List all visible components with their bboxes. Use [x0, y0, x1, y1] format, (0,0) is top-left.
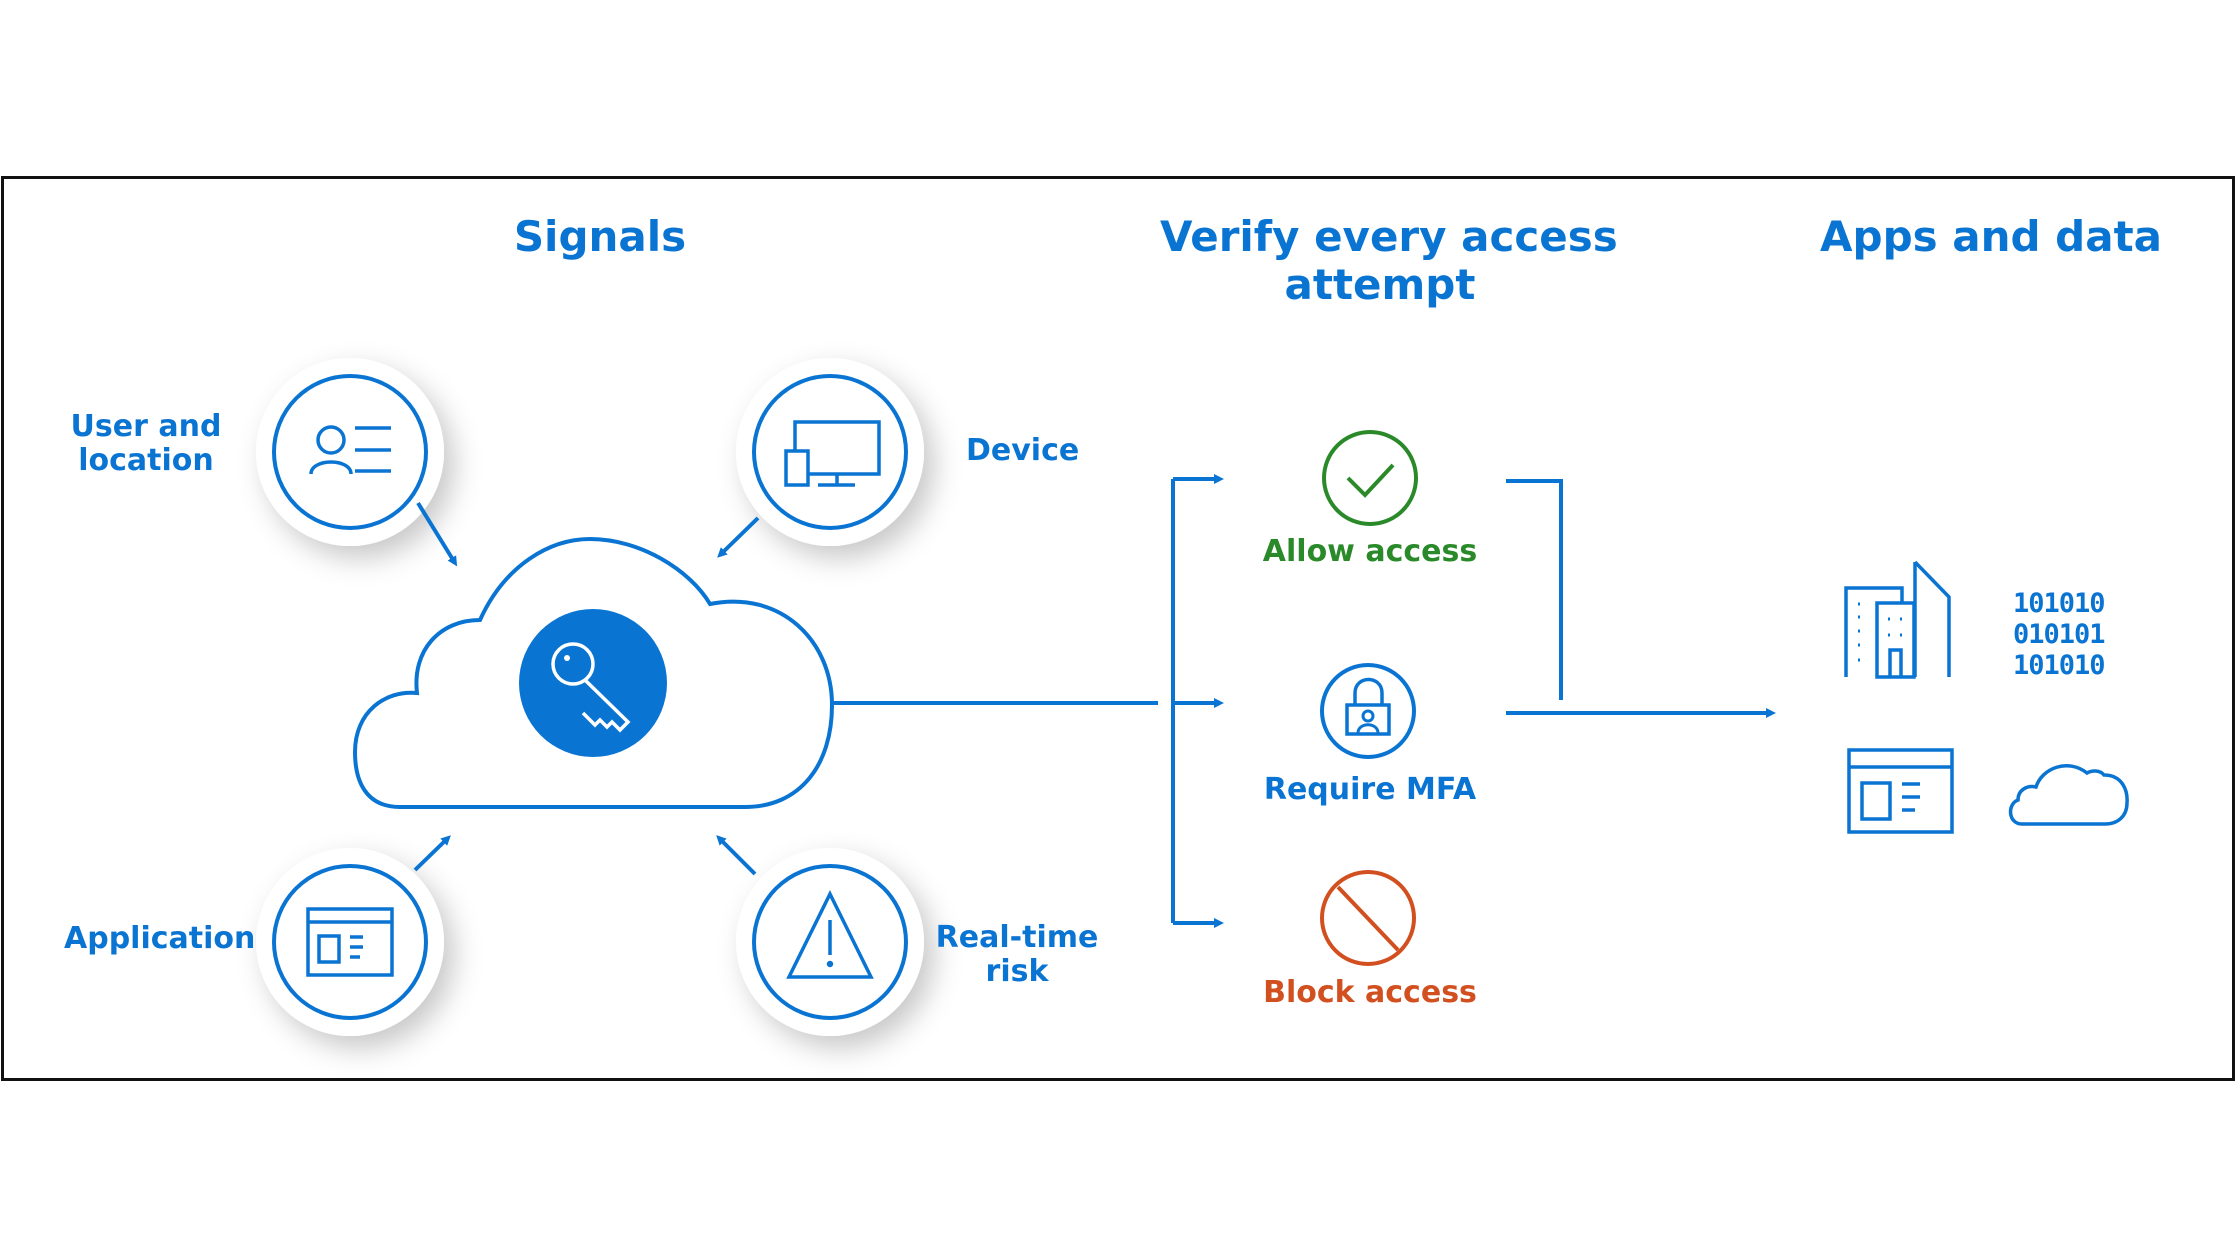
heading-signals: Signals [513, 212, 687, 261]
heading-apps-and-data: Apps and data [1820, 212, 2163, 261]
label-line: Real-time [935, 920, 1099, 955]
binary-line: 010101 [2013, 619, 2106, 650]
key-badge [519, 609, 667, 757]
lock-user-icon [1320, 663, 1416, 759]
cloud-icon [2008, 763, 2129, 826]
signal-realtime-risk [736, 848, 924, 1036]
key-icon [551, 642, 631, 733]
label-application: Application [64, 921, 256, 956]
signal-ring [752, 374, 908, 530]
label-device: Device [966, 433, 1080, 468]
label-allow-access: Allow access [1262, 534, 1478, 569]
binary-line: 101010 [2013, 650, 2106, 681]
user-list-icon [309, 425, 391, 475]
heading-verify-line1: Verify every access [1160, 212, 1618, 261]
arrow-user-to-cloud [416, 501, 458, 567]
buildings-icon [1844, 560, 1951, 679]
label-user-location: User and location [60, 410, 232, 477]
connector-allow-to-apps [1506, 479, 1563, 700]
arrow-device-to-cloud [717, 516, 760, 558]
signal-bubble [256, 358, 444, 546]
label-block-access: Block access [1263, 975, 1477, 1010]
binary-line: 101010 [2013, 588, 2106, 619]
check-circle-icon [1322, 430, 1418, 526]
signal-ring [272, 864, 428, 1020]
label-line: User and [70, 409, 222, 444]
label-line: risk [985, 953, 1049, 989]
signal-application [256, 848, 444, 1036]
devices-icon [784, 420, 881, 487]
signal-ring [272, 374, 428, 530]
warning-icon [786, 890, 874, 979]
signal-ring [752, 864, 908, 1020]
signal-bubble [256, 848, 444, 1036]
arrow-risk-to-cloud [716, 835, 757, 876]
label-line: location [78, 442, 214, 478]
arrow-application-to-cloud [413, 835, 451, 872]
signal-bubble [736, 358, 924, 546]
signal-device [736, 358, 924, 546]
app-window-icon [306, 907, 394, 977]
central-cloud [352, 536, 835, 809]
block-icon [1320, 870, 1416, 966]
binary-data-icon: 101010 010101 101010 [2013, 588, 2106, 681]
app-window-icon [1847, 748, 1954, 834]
signal-user-location [256, 358, 444, 546]
heading-verify-line2: attempt [1284, 260, 1476, 309]
label-require-mfa: Require MFA [1263, 772, 1477, 807]
label-realtime-risk: Real-time risk [930, 921, 1104, 988]
